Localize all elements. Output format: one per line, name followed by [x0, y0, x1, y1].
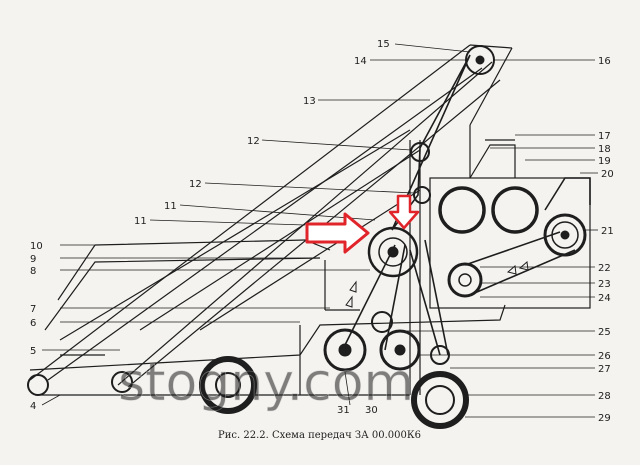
callout-30: 30	[365, 405, 378, 416]
callout-18: 18	[598, 144, 611, 155]
callout-20: 20	[601, 169, 614, 180]
pulley-lower-left	[323, 328, 367, 372]
pulley-22	[447, 262, 483, 298]
idler-25	[371, 311, 393, 333]
callout-4: 4	[30, 401, 36, 412]
red-arrow-down-icon	[388, 194, 420, 230]
direction-marks	[345, 261, 529, 308]
wheel-left	[199, 356, 257, 414]
frame-lines	[29, 44, 591, 396]
callout-6: 6	[30, 318, 36, 329]
pulley-main	[367, 226, 419, 278]
sprocket-lower-mid	[111, 371, 133, 393]
callout-21: 21	[601, 226, 614, 237]
callout-9: 9	[30, 254, 36, 265]
leader-lines	[41, 43, 598, 418]
callout-8: 8	[30, 266, 36, 277]
callout-labels: 15 14 16 13 17 12 18 19 12 20 11 21 11 1…	[30, 39, 614, 424]
callout-22: 22	[598, 263, 611, 274]
callout-26: 26	[598, 351, 611, 362]
red-arrow-right-icon	[305, 212, 370, 254]
watermark: stogny.com	[118, 353, 414, 413]
callout-27: 27	[598, 364, 611, 375]
callout-5: 5	[30, 346, 36, 357]
callout-19: 19	[598, 156, 611, 167]
sprocket-mid-2	[413, 186, 431, 204]
callout-23: 23	[598, 279, 611, 290]
callout-29: 29	[598, 413, 611, 424]
callout-15: 15	[377, 39, 390, 50]
callout-13: 13	[303, 96, 316, 107]
sprocket-mid-1	[410, 142, 430, 162]
callout-17: 17	[598, 131, 611, 142]
callout-11b: 11	[134, 216, 147, 227]
callout-11a: 11	[164, 201, 177, 212]
callout-10: 10	[30, 241, 43, 252]
wheel-right	[411, 371, 469, 429]
callout-25: 25	[598, 327, 611, 338]
callout-7: 7	[30, 304, 36, 315]
drum-right	[491, 186, 539, 234]
drum-left	[438, 186, 486, 234]
callout-31: 31	[337, 405, 350, 416]
sprocket-4	[27, 374, 49, 396]
callout-24: 24	[598, 293, 611, 304]
pulleys	[27, 45, 587, 429]
figure-caption: Рис. 22.2. Схема передач ЗА 00.000К6	[218, 430, 421, 441]
callout-16: 16	[598, 56, 611, 67]
pulley-21	[543, 213, 587, 257]
callout-28: 28	[598, 391, 611, 402]
callout-14: 14	[354, 56, 367, 67]
callout-12b: 12	[189, 179, 202, 190]
callout-12a: 12	[247, 136, 260, 147]
